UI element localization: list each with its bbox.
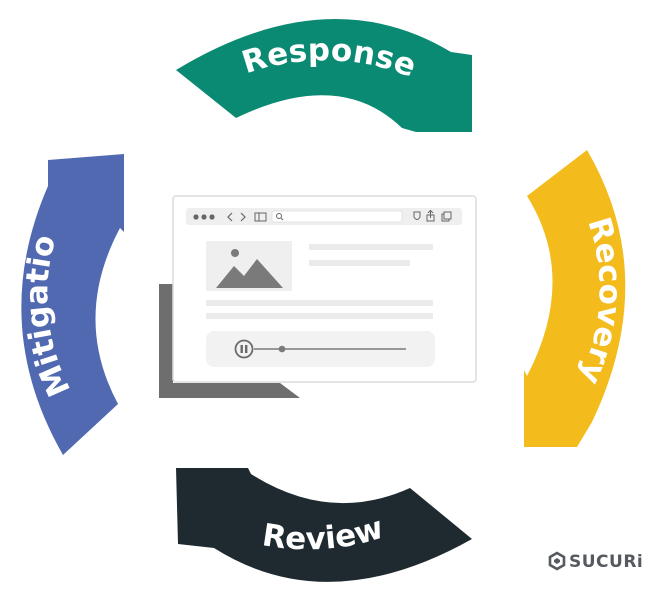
browser-shadow-frame: [159, 284, 300, 398]
review-arrow: Review: [176, 468, 472, 582]
forward-icon: [240, 212, 246, 222]
response-arrow: Response: [176, 19, 472, 132]
browser-illustration: [159, 195, 477, 398]
sucuri-logo: SUCURi: [548, 551, 643, 572]
pause-icon: [234, 339, 254, 359]
shield-icon: [413, 211, 421, 220]
review-arrow-shape: [176, 468, 472, 582]
mitigation-arrow: Mitigation: [0, 0, 125, 455]
image-placeholder-icon: [206, 241, 292, 291]
mitigation-arrow-shape: [21, 154, 125, 455]
text-line: [309, 260, 410, 266]
sucuri-logo-icon: [548, 551, 566, 571]
response-arrow-shape: [176, 19, 472, 132]
back-icon: [227, 212, 233, 222]
tabs-icon: [441, 211, 452, 222]
search-icon: [276, 213, 284, 221]
logo-text: SUCURi: [569, 552, 643, 572]
text-line: [206, 313, 433, 319]
recovery-arrow-shape: [524, 150, 626, 447]
recovery-arrow: Recovery: [524, 150, 628, 447]
sidebar-icon: [254, 212, 267, 222]
share-icon: [426, 209, 435, 222]
progress-handle: [278, 345, 286, 353]
text-line: [206, 300, 433, 306]
text-line: [309, 244, 433, 250]
window-dots-icon: [193, 214, 215, 220]
address-bar: [271, 210, 403, 223]
